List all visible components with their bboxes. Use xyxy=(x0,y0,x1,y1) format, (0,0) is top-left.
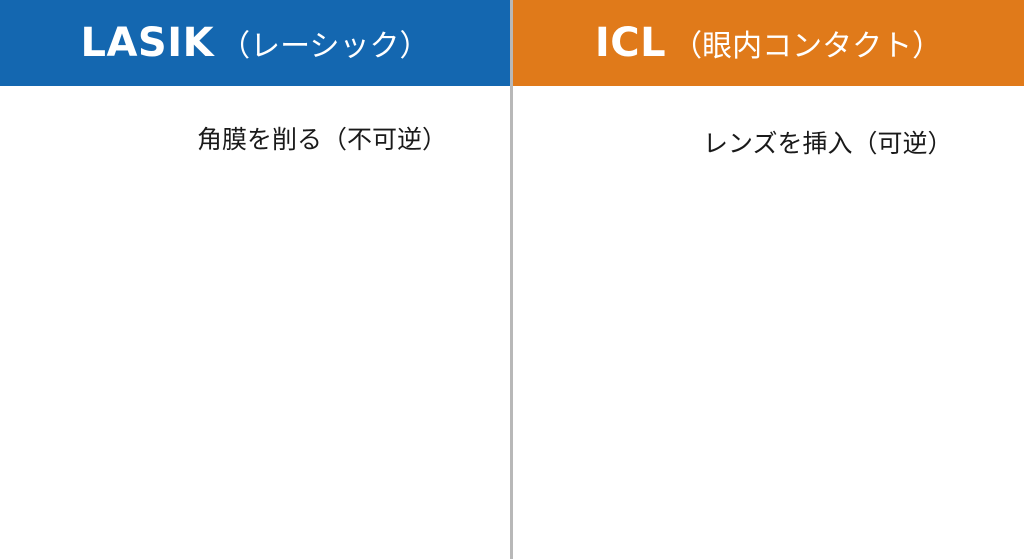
lasik-header: LASIK （レーシック） xyxy=(0,0,510,86)
icl-title: ICL xyxy=(594,20,667,66)
lasik-panel: LASIK （レーシック） 角膜を削る（不可逆） xyxy=(0,0,510,559)
panel-divider xyxy=(510,0,513,559)
icl-callout: レンズを挿入（可逆） xyxy=(703,129,953,158)
icl-panel: ICL （眼内コンタクト） レンズを挿入（可逆） xyxy=(513,0,1024,559)
icl-header: ICL （眼内コンタクト） xyxy=(513,0,1024,86)
icl-subtitle: （眼内コンタクト） xyxy=(672,29,943,64)
lasik-callout: 角膜を削る（不可逆） xyxy=(197,125,448,154)
lasik-title: LASIK xyxy=(80,20,215,66)
lasik-subtitle: （レーシック） xyxy=(220,29,430,64)
